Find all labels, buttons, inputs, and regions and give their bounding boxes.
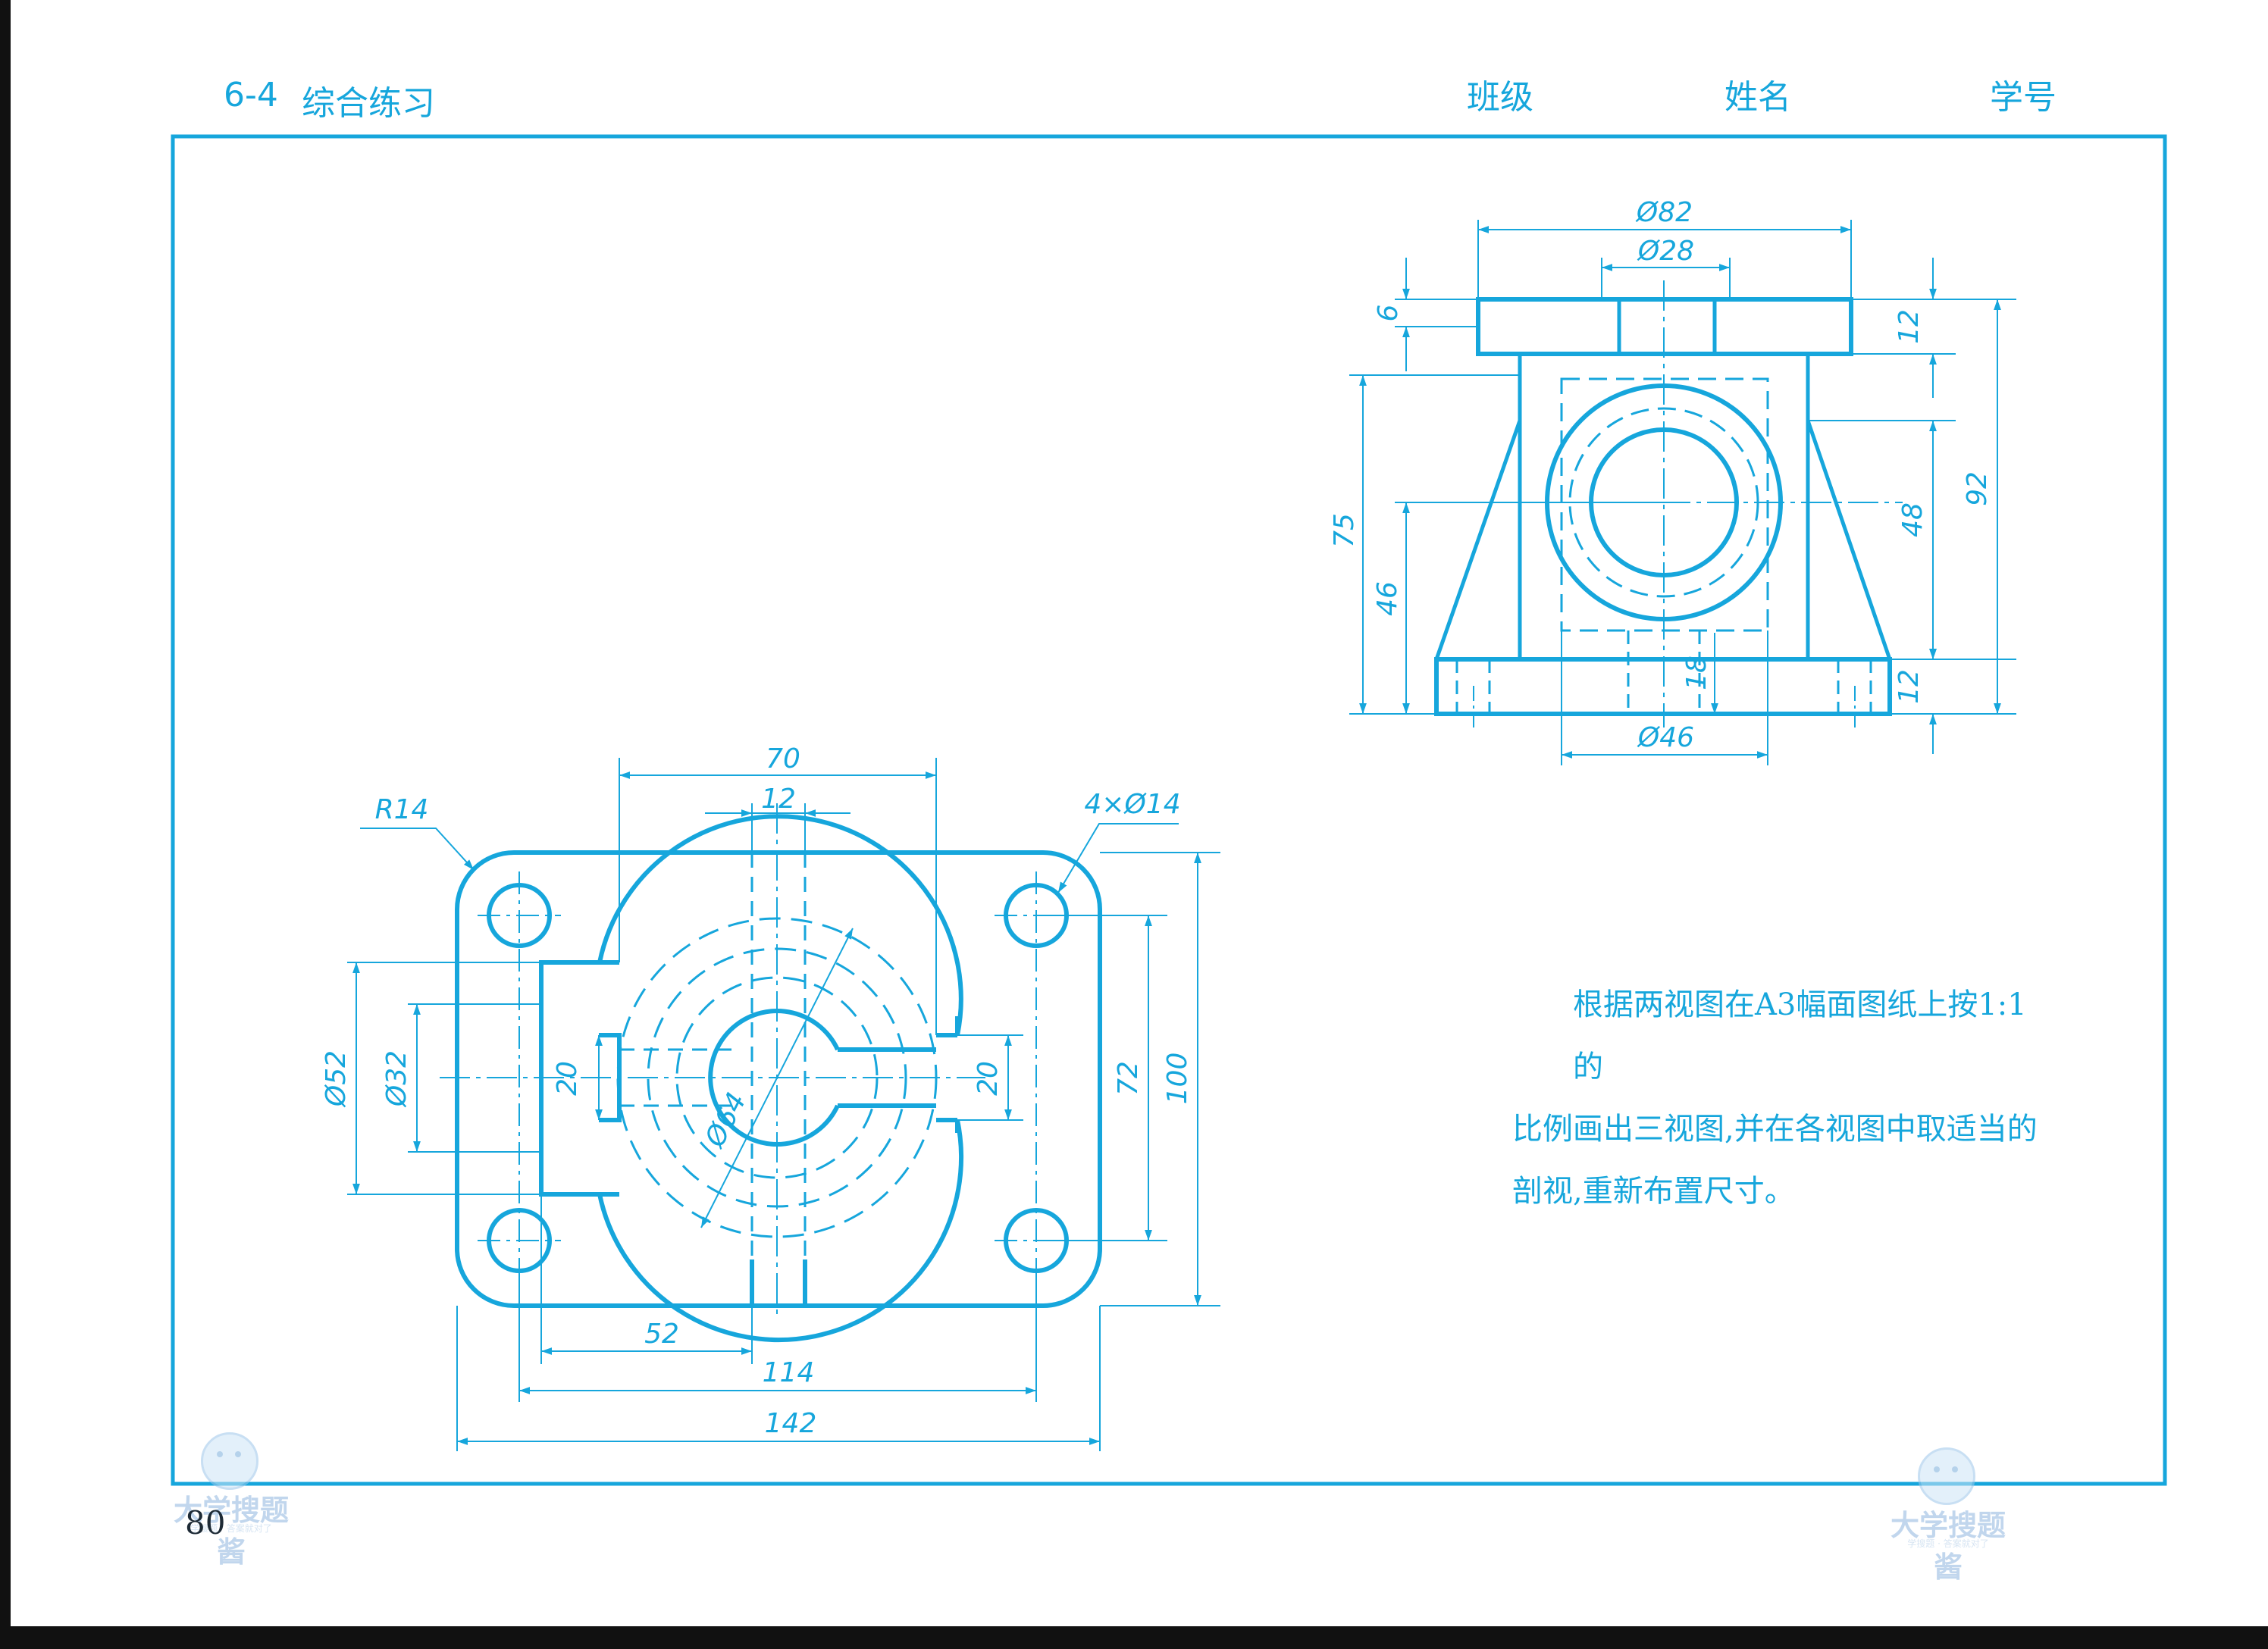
top-view-dimensions bbox=[347, 758, 1220, 1451]
instruction-line: 比例画出三视图,并在各视图中取适当的 bbox=[1512, 1112, 2038, 1147]
dim-h12-bottom: 12 bbox=[1894, 669, 1925, 704]
watermark-logo: 大学搜题酱 学搜题 · 答案就对了 bbox=[1884, 1440, 2013, 1584]
watermark-text: 大学搜题酱 bbox=[173, 1494, 289, 1569]
dim-w114: 114 bbox=[763, 1357, 815, 1388]
page-number: 80 bbox=[185, 1504, 226, 1541]
dim-h75: 75 bbox=[1329, 513, 1360, 548]
dim-d82: Ø82 bbox=[1635, 197, 1693, 228]
front-view bbox=[1425, 280, 1903, 728]
watermark-logo: 大学搜题酱 学搜题 · 答案就对了 bbox=[167, 1425, 296, 1569]
dim-h72: 72 bbox=[1113, 1061, 1144, 1096]
watermark-text: 大学搜题酱 bbox=[1890, 1509, 2006, 1584]
dim-h6: 6 bbox=[1373, 305, 1404, 322]
dim-w52: 52 bbox=[644, 1319, 679, 1350]
dim-w142: 142 bbox=[765, 1408, 817, 1439]
dim-h92: 92 bbox=[1962, 471, 1993, 506]
instructions: 根据两视图在A3幅面图纸上按1:1的 比例画出三视图,并在各视图中取适当的 剖视… bbox=[1512, 974, 2043, 1222]
dim-h20-left: 20 bbox=[552, 1061, 583, 1096]
scan-left-edge bbox=[0, 0, 11, 1649]
front-view-labels: Ø82 Ø28 6 12 75 46 48 92 18 12 Ø46 bbox=[1329, 197, 1993, 753]
dim-h20-right: 20 bbox=[973, 1061, 1004, 1096]
section-title: 综合练习 bbox=[302, 84, 435, 123]
dim-d52: Ø52 bbox=[321, 1050, 352, 1108]
watermark-tagline: 学搜题 · 答案就对了 bbox=[190, 1523, 272, 1534]
dim-d32: Ø32 bbox=[381, 1050, 412, 1108]
scan-bottom-edge bbox=[0, 1626, 2268, 1649]
dim-h12-top: 12 bbox=[1894, 309, 1925, 344]
top-view-labels: 70 12 R14 4×Ø14 Ø52 Ø32 20 Ø64 20 72 100… bbox=[321, 743, 1193, 1439]
instruction-line: 剖视,重新布置尺寸。 bbox=[1512, 1174, 1795, 1209]
front-view-dimensions bbox=[1349, 220, 2016, 765]
dim-w12: 12 bbox=[761, 784, 796, 815]
dim-h48: 48 bbox=[1897, 502, 1928, 537]
watermark-mascot-icon bbox=[1918, 1447, 1975, 1505]
dim-h46: 46 bbox=[1372, 581, 1403, 616]
dim-w70: 70 bbox=[766, 743, 800, 774]
dim-h18: 18 bbox=[1681, 656, 1712, 690]
dim-h100: 100 bbox=[1162, 1053, 1193, 1105]
class-label: 班级 bbox=[1467, 78, 1533, 117]
instruction-line: 根据两视图在A3幅面图纸上按1:1的 bbox=[1573, 987, 2027, 1084]
section-number: 6-4 bbox=[224, 76, 278, 114]
dim-d28: Ø28 bbox=[1637, 236, 1694, 267]
dim-r14: R14 bbox=[375, 794, 429, 825]
name-label: 姓名 bbox=[1724, 78, 1791, 117]
dim-holes: 4×Ø14 bbox=[1084, 789, 1180, 820]
student-id-label: 学号 bbox=[1990, 78, 2057, 117]
drawing-frame bbox=[171, 134, 2167, 1486]
watermark-mascot-icon bbox=[201, 1432, 258, 1490]
watermark-tagline: 学搜题 · 答案就对了 bbox=[1907, 1538, 1989, 1549]
dim-d46: Ø46 bbox=[1637, 722, 1694, 753]
